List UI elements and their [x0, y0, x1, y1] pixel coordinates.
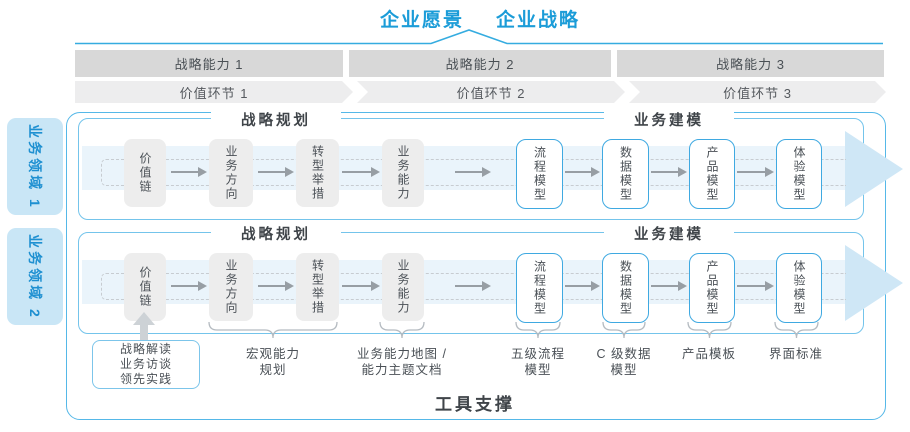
flow-box-experience-model: 体验模型 [776, 253, 822, 323]
flow-box-business-direction: 业务方向 [209, 253, 253, 321]
flow-box-label: 流程模型 [532, 260, 547, 316]
flow-box-label: 转型举措 [310, 145, 325, 201]
flow-box-label: 产品模型 [705, 146, 719, 202]
value-chevron-2: 价值环节 2 [357, 81, 625, 103]
domain-tab-2-label: 业务领域 2 [27, 233, 43, 320]
flow-box-label: 体验模型 [792, 146, 806, 202]
brace-icon [774, 321, 819, 339]
tool-support-container [66, 112, 886, 420]
flow-arrow-icon [651, 167, 687, 177]
header-titles: 企业愿景 企业战略 [25, 5, 910, 32]
flow-box-business-direction: 业务方向 [209, 139, 253, 207]
flow-box-value-chain: 价值链 [124, 139, 166, 207]
flow-row-domain-1: 战略规划 业务建模 价值链 业务方向 转型举措 业务能力 流程模型 数据模型 产品模型 体验模… [78, 109, 903, 220]
flow-box-experience-model: 体验模型 [776, 139, 822, 209]
flow-box-business-capability: 业务能力 [382, 253, 424, 321]
header-divider-caret [75, 29, 883, 45]
flow-box-label: 数据模型 [618, 260, 633, 316]
flow-dashed-ribbon [101, 159, 846, 186]
flow-box-label: 价值链 [138, 152, 152, 194]
domain-tab-1-label: 业务领域 1 [27, 123, 43, 210]
flow-arrow-icon [651, 281, 687, 291]
flow-box-transformation-initiatives: 转型举措 [296, 139, 339, 207]
flow-arrow-icon [258, 281, 294, 291]
flow-box-label: 业务方向 [224, 145, 238, 201]
practice-line-1: 战略解读 [119, 342, 172, 356]
value-chevron-1: 价值环节 1 [75, 81, 353, 103]
note-five-level-process-model: 五级流程 模型 [510, 347, 565, 378]
flow-box-data-model: 数据模型 [602, 139, 649, 209]
flow-arrow-icon [258, 167, 294, 177]
flow-arrow-icon [455, 281, 491, 291]
practice-line-2: 业务访谈 [119, 357, 172, 371]
flow-box-label: 价值链 [138, 266, 152, 308]
brace-icon [602, 321, 646, 339]
domain-tab-2: 业务领域 2 [7, 228, 63, 325]
flow-box-product-model: 产品模型 [689, 253, 735, 323]
note-c-level-data-model: C 级数据 模型 [596, 347, 652, 378]
flow-arrow-icon [171, 281, 207, 291]
section-title-business-modeling: 业务建模 [604, 109, 734, 130]
capability-bar-3: 战略能力 3 [617, 50, 884, 77]
flow-row-domain-2: 战略规划 业务建模 价值链 业务方向 转型举措 业务能力 流程模型 数据模型 产品模型 体验模… [78, 223, 903, 334]
note-interface-standard: 界面标准 [768, 347, 823, 361]
note-macro-capability-planning: 宏观能力 规划 [245, 347, 300, 378]
flow-box-data-model: 数据模型 [602, 253, 649, 323]
flow-box-business-capability: 业务能力 [382, 139, 424, 207]
flow-box-product-model: 产品模型 [689, 139, 735, 209]
flow-box-label: 数据模型 [618, 146, 633, 202]
brace-icon [379, 321, 425, 339]
flow-arrow-icon [342, 167, 380, 177]
flow-box-label: 转型举措 [310, 259, 325, 315]
note-capability-map-docs: 业务能力地图 / 能力主题文档 [357, 347, 447, 378]
strategy-inputs-box: 战略解读 业务访谈 领先实践 [92, 340, 200, 389]
brace-icon [687, 321, 732, 339]
flow-arrow-icon [565, 281, 600, 291]
brace-icon [515, 321, 561, 339]
flow-box-label: 业务能力 [396, 259, 410, 315]
flow-arrow-icon [455, 167, 491, 177]
flow-arrow-icon [565, 167, 600, 177]
capability-bar-2: 战略能力 2 [349, 50, 611, 77]
enterprise-strategy-title: 企业战略 [496, 10, 581, 31]
flow-arrow-icon [737, 281, 774, 291]
flow-box-process-model: 流程模型 [516, 253, 563, 323]
enterprise-vision-title: 企业愿景 [379, 10, 464, 31]
brace-icon [208, 321, 338, 339]
flow-arrow-icon [342, 281, 380, 291]
domain-tab-1: 业务领域 1 [7, 118, 63, 215]
flow-box-transformation-initiatives: 转型举措 [296, 253, 339, 321]
flow-box-label: 流程模型 [532, 146, 547, 202]
flow-box-label: 业务能力 [396, 145, 410, 201]
section-title-strategic-planning: 战略规划 [211, 109, 341, 130]
flow-arrow-icon [171, 167, 207, 177]
flow-box-label: 业务方向 [224, 259, 238, 315]
flow-arrow-icon [737, 167, 774, 177]
flow-box-label: 体验模型 [792, 260, 806, 316]
note-product-template: 产品模板 [681, 347, 736, 361]
flow-box-value-chain: 价值链 [124, 253, 166, 321]
up-arrow-stem [140, 324, 148, 341]
up-arrow-icon [133, 312, 155, 325]
capability-bar-1: 战略能力 1 [75, 50, 343, 77]
section-title-strategic-planning: 战略规划 [211, 223, 341, 244]
flow-dashed-ribbon [101, 273, 846, 300]
section-title-business-modeling: 业务建模 [604, 223, 734, 244]
flow-box-label: 产品模型 [705, 260, 719, 316]
tool-support-label: 工具支撑 [435, 395, 515, 414]
value-chevron-3: 价值环节 3 [629, 81, 886, 103]
practice-line-3: 领先实践 [119, 372, 172, 386]
flow-box-process-model: 流程模型 [516, 139, 563, 209]
